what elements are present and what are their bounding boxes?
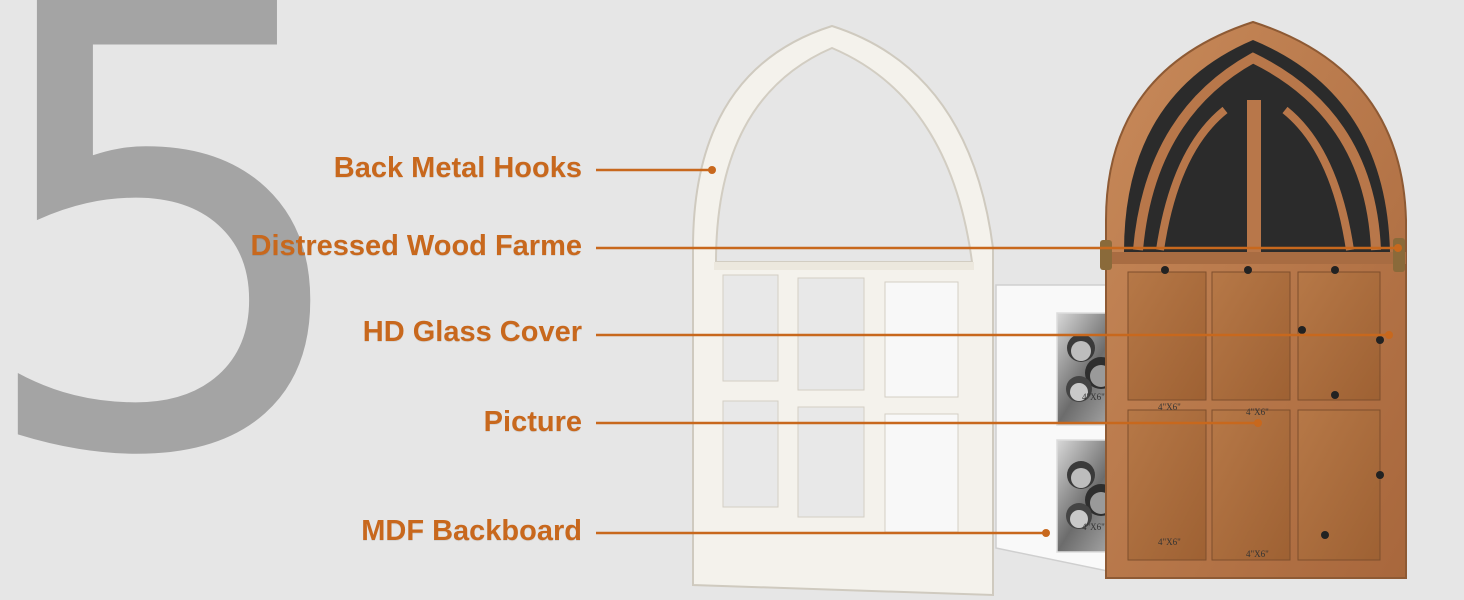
label-hd-glass-cover: HD Glass Cover (362, 316, 582, 348)
photo-size-label: 4"X6" (1082, 522, 1105, 532)
label-back-metal-hooks: Back Metal Hooks (333, 152, 582, 184)
photo-size-label: 4"X6" (1158, 537, 1181, 547)
photo-size-label: 4"X6" (1246, 549, 1269, 559)
label-picture: Picture (483, 406, 582, 438)
step-number: 5 (0, 0, 365, 592)
photo-size-label: 4"X6" (1082, 392, 1105, 402)
photo-size-labels: 4"X6" 4"X6" 4"X6" 4"X6" 4"X6" 4"X6" (1082, 392, 1269, 559)
label-mdf-backboard: MDF Backboard (361, 515, 582, 547)
photo-size-label: 4"X6" (1158, 402, 1181, 412)
white-window-frame (692, 24, 994, 597)
wood-backboard (1105, 20, 1407, 579)
photo-size-label: 4"X6" (1246, 407, 1269, 417)
label-distressed-wood-frame: Distressed Wood Farme (250, 230, 582, 262)
callout-lines (596, 166, 1402, 537)
